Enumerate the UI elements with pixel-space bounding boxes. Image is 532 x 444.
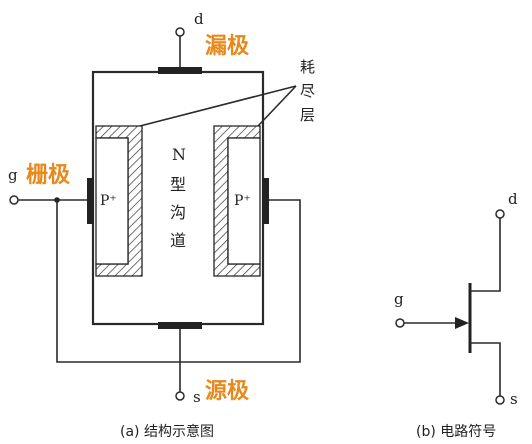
symbol-source-lead — [470, 342, 501, 396]
source-contact — [158, 322, 202, 329]
p-plus-region-left — [95, 137, 129, 265]
depletion-char-2: 尽 — [300, 82, 315, 100]
source-label: 源极 — [205, 379, 250, 404]
symbol-drain-label: d — [508, 190, 518, 208]
symbol-gate-arrow — [455, 317, 469, 329]
symbol-source-dot[interactable] — [495, 395, 505, 405]
gate-connection-loop — [56, 199, 301, 363]
depletion-char-1: 耗 — [300, 58, 315, 76]
drain-terminal-dot[interactable] — [175, 27, 185, 37]
gate-label: 栅极 — [26, 163, 71, 188]
depletion-pointer-right — [257, 85, 297, 127]
source-terminal-label: s — [193, 388, 201, 406]
p-plus-left-label: P⁺ — [100, 193, 117, 209]
gate-terminal-label: g — [8, 166, 18, 184]
depletion-char-3: 层 — [300, 106, 315, 124]
p-plus-right-label: P⁺ — [234, 193, 251, 209]
channel-char-4: 道 — [170, 231, 186, 250]
symbol-drain-lead — [470, 218, 501, 292]
channel-char-3: 沟 — [170, 203, 186, 222]
channel-char-n: N — [172, 145, 186, 164]
channel-char-2: 型 — [170, 175, 186, 194]
structure-diagram: d 漏极 耗 尽 层 P⁺ P⁺ N 型 沟 道 g 栅极 — [8, 10, 315, 440]
symbol-source-label: s — [510, 390, 518, 408]
symbol-drain-dot[interactable] — [495, 209, 505, 219]
gate-terminal-dot[interactable] — [9, 195, 19, 205]
gate-contact-right — [262, 178, 269, 224]
symbol-gate-dot[interactable] — [395, 318, 405, 328]
drain-terminal-label: d — [194, 10, 204, 28]
symbol-caption: (b) 电路符号 — [416, 424, 496, 440]
gate-contact-left — [87, 178, 94, 224]
symbol-gate-label: g — [394, 290, 404, 308]
drain-label: 漏极 — [205, 33, 250, 59]
depletion-pointer-left — [139, 85, 297, 127]
drain-contact — [158, 67, 202, 74]
structure-caption: (a) 结构示意图 — [120, 423, 214, 440]
p-plus-region-right — [227, 137, 261, 265]
circuit-symbol: d s g (b) 电路符号 — [394, 190, 518, 440]
source-terminal-dot[interactable] — [175, 391, 185, 401]
